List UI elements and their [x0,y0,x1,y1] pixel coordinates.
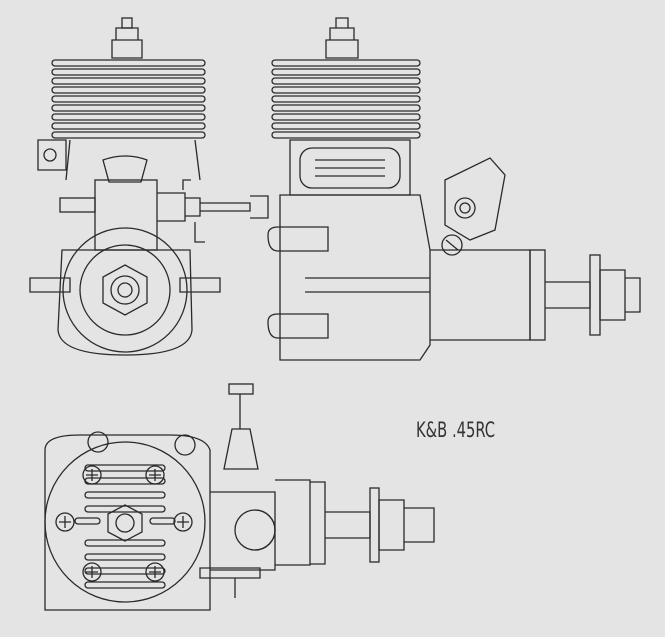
cooling-fin [51,131,206,139]
prop-nut-side [599,269,641,321]
mounting-bracket [37,139,67,171]
cooling-fin [271,59,421,67]
screw-slot [177,516,189,528]
front-view [29,17,269,356]
cooling-fin [271,86,421,94]
cooling-fin [51,86,206,94]
front-housing [430,249,531,341]
screw-slot [149,469,161,481]
head-screw-icon [145,465,165,485]
screw-slot [86,566,98,578]
cooling-fin [271,113,421,121]
side-view [267,17,641,361]
head-fin [84,581,166,589]
head-screw-icon [82,562,102,582]
cooling-fin [51,59,206,67]
crankshaft [545,281,591,309]
drawing-title: K&B .45RC [416,418,496,442]
head-fin [149,517,176,525]
cylinder-fins [51,59,206,139]
head-screw-icon [145,562,165,582]
bottom-carburetor [210,479,326,571]
cooling-fin [271,68,421,76]
cooling-fin [51,113,206,121]
crankcase-outline [57,249,193,356]
head-fin [84,567,166,575]
cooling-fin [51,95,206,103]
side-carburetor [444,157,506,241]
cooling-fin [271,104,421,112]
screw-slot [59,516,71,528]
cooling-fin [51,77,206,85]
screw-slot [86,469,98,481]
head-fin [74,517,101,525]
head-fin [84,505,166,513]
mounting-lugs [29,277,221,293]
glow-plug [111,17,143,59]
head-screw-icon [173,512,193,532]
cooling-fin [51,68,206,76]
bottom-body [44,434,211,611]
screw-slot [149,566,161,578]
head-screw-icon [55,512,75,532]
cooling-fin [271,95,421,103]
cooling-fin [51,122,206,130]
head-fin [84,553,166,561]
cooling-fin [271,122,421,130]
head-screw-icon [82,465,102,485]
needle-valve [157,192,269,222]
crankcase-side [279,194,431,361]
cooling-fin [51,104,206,112]
bottom-crankshaft [325,511,371,539]
head-fin [84,491,166,499]
prop-nut [102,264,148,316]
carburetor-body [94,179,158,251]
cooling-fin [271,77,421,85]
fuel-cap [102,155,148,183]
bottom-view [44,383,435,611]
cooling-fin [271,131,421,139]
head-fin [84,464,166,472]
head-fin [84,539,166,547]
